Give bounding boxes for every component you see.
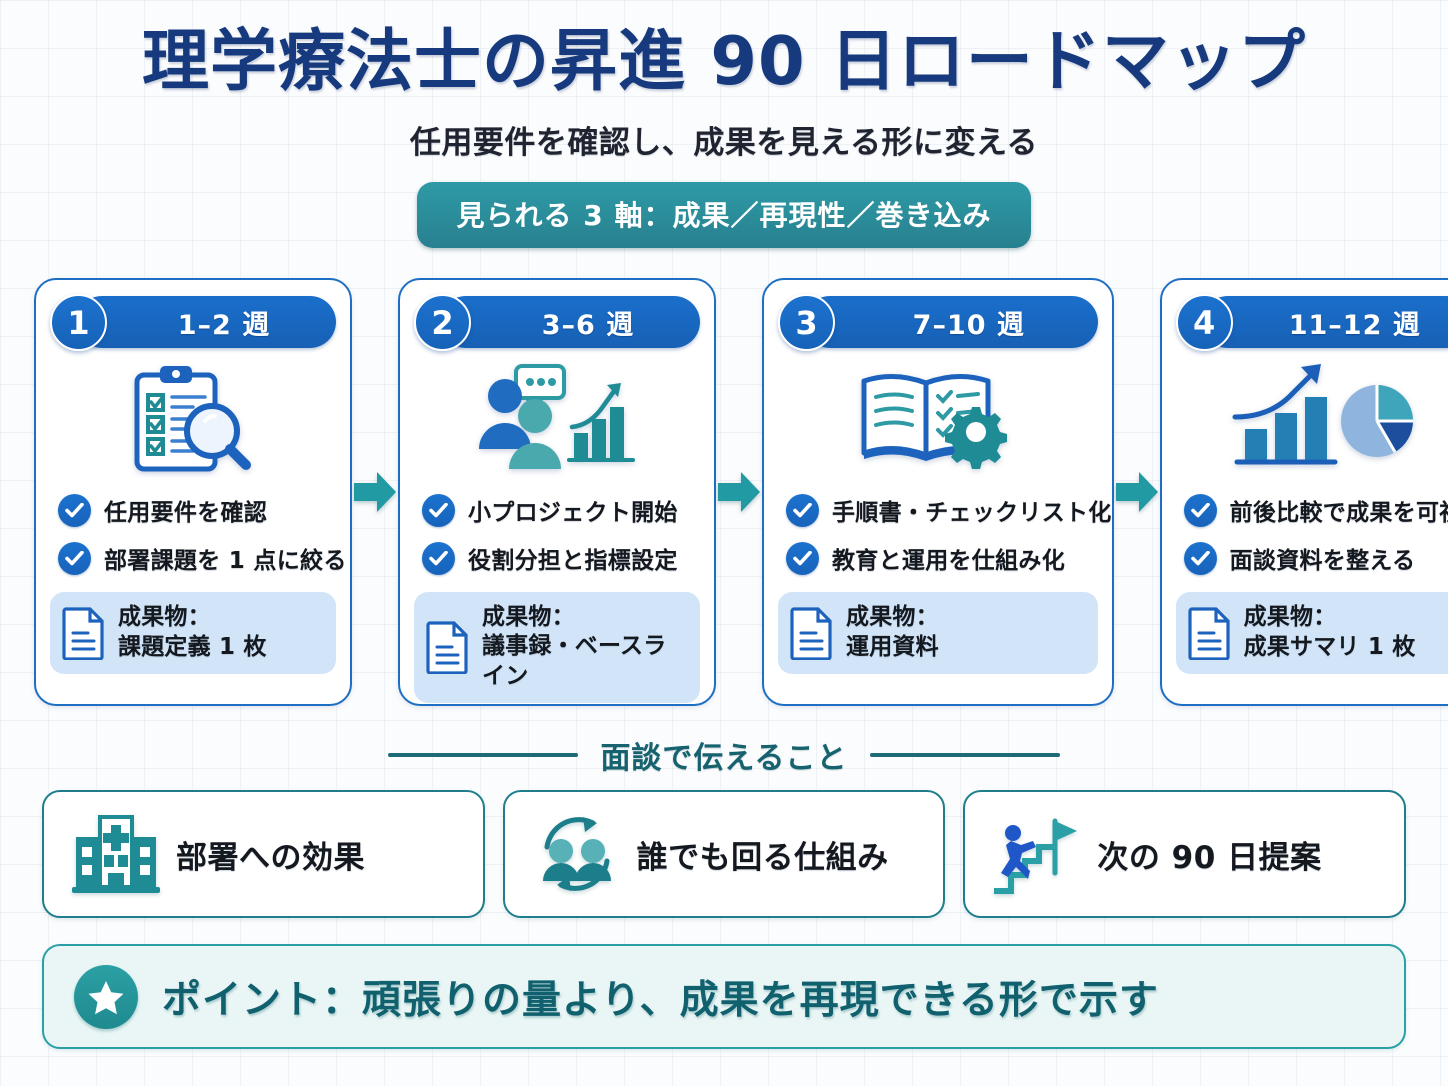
talking-point-card-1[interactable]: 部署への効果 [42, 790, 485, 918]
deliverable-value: 課題定義 1 枚 [118, 633, 267, 660]
stage-number-badge-3: 3 [778, 294, 835, 351]
stage-connector-arrow-3 [1114, 278, 1160, 706]
talking-point-row: 部署への効果 誰でも回る仕組み [42, 790, 1407, 918]
divider-rule-right [869, 753, 1060, 757]
stage-period-pill-2: 3–6 週 [440, 296, 700, 348]
stage-bullets-2: 小プロジェクト開始 役割分担と指標設定 [422, 486, 714, 582]
clipboard-search-icon [36, 356, 350, 482]
stage-header-2: 3–6 週 2 [414, 294, 700, 351]
stage-deliverable-2: 成果物： 議事録・ベースライン [414, 592, 700, 704]
check-icon [1183, 541, 1217, 575]
deliverable-label: 成果物： [1243, 604, 1337, 631]
talking-point-label-2: 誰でも回る仕組み [636, 839, 889, 876]
stage-deliverable-text-4: 成果物： 成果サマリ 1 枚 [1244, 603, 1416, 662]
stage-bullet-label: 役割分担と指標設定 [468, 548, 678, 574]
stage-bullet-1-2: 部署課題を 1 点に絞る [58, 534, 350, 582]
stage-bullet-label: 部署課題を 1 点に絞る [104, 548, 347, 574]
stage-bullet-1-1: 任用要件を確認 [58, 486, 350, 534]
talking-point-card-3[interactable]: 次の 90 日提案 [963, 790, 1407, 918]
stage-bullets-1: 任用要件を確認 部署課題を 1 点に絞る [58, 486, 350, 582]
stage-bullet-3-2: 教育と運用を仕組み化 [786, 534, 1112, 582]
stage-bullet-label: 任用要件を確認 [104, 500, 268, 526]
stage-number-badge-4: 4 [1175, 294, 1233, 351]
check-icon [786, 493, 819, 527]
check-icon [422, 493, 455, 527]
document-icon [1188, 606, 1230, 660]
stage-period-pill-3: 7–10 週 [804, 296, 1098, 348]
stage-bullet-4-2: 面談資料を整える [1183, 534, 1448, 582]
stage-bullets-3: 手順書・チェックリスト化 教育と運用を仕組み化 [786, 486, 1112, 582]
stage-deliverable-text-3: 成果物： 運用資料 [846, 603, 939, 662]
stage-deliverable-1: 成果物： 課題定義 1 枚 [50, 592, 336, 674]
deliverable-label: 成果物： [118, 604, 211, 631]
stage-bullet-label: 面談資料を整える [1229, 548, 1416, 574]
stage-card-1[interactable]: 1–2 週 1 [34, 278, 352, 706]
hospital-icon [72, 815, 160, 893]
stage-bullet-2-1: 小プロジェクト開始 [422, 486, 714, 534]
talking-point-label-3: 次の 90 日提案 [1097, 839, 1322, 876]
check-icon [786, 541, 819, 575]
check-icon [58, 541, 91, 575]
stage-connector-arrow-1 [352, 278, 398, 706]
stage-period-label-2: 3–6 週 [541, 309, 635, 341]
stage-period-label-1: 1–2 週 [177, 309, 271, 341]
stage-card-row: 1–2 週 1 [34, 278, 1448, 706]
deliverable-value: 議事録・ベースライン [482, 633, 667, 689]
stage-header-1: 1–2 週 1 [50, 294, 336, 351]
check-icon [1183, 493, 1217, 527]
page-subtitle: 任用要件を確認し、成果を見える形に変える [409, 125, 1039, 161]
talking-point-card-2[interactable]: 誰でも回る仕組み [502, 790, 946, 918]
stage-deliverable-text-1: 成果物： 課題定義 1 枚 [118, 603, 267, 662]
badge-row: 見られる 3 軸：成果／再現性／巻き込み [0, 182, 1448, 248]
section-title: 面談で伝えること [600, 741, 848, 776]
stage-number-badge-1: 1 [50, 294, 107, 351]
stage-deliverable-4: 成果物： 成果サマリ 1 枚 [1175, 592, 1448, 674]
stage-deliverable-3: 成果物： 運用資料 [778, 592, 1098, 674]
team-chart-icon [400, 356, 714, 482]
deliverable-label: 成果物： [846, 604, 939, 631]
stage-bullet-4-1: 前後比較で成果を可視化 [1183, 486, 1448, 534]
check-icon [58, 493, 91, 527]
section-divider: 面談で伝えること [0, 733, 1448, 777]
stage-bullet-label: 小プロジェクト開始 [468, 500, 678, 526]
stage-period-pill-4: 11–12 週 [1201, 296, 1448, 348]
stage-bullet-3-1: 手順書・チェックリスト化 [786, 486, 1112, 534]
point-banner: ポイント：頑張りの量より、成果を再現できる形で示す [42, 944, 1406, 1049]
check-icon [422, 541, 455, 575]
stairs-flag-runner-icon [994, 818, 1078, 894]
stage-bullet-label: 前後比較で成果を可視化 [1229, 500, 1448, 526]
divider-rule-left [388, 753, 579, 757]
stage-card-2[interactable]: 3–6 週 2 [398, 278, 716, 706]
stage-bullet-label: 教育と運用を仕組み化 [832, 548, 1065, 574]
page-title: 理学療法士の昇進 90 日ロードマップ [142, 22, 1306, 100]
stage-period-pill-1: 1–2 週 [76, 296, 336, 348]
stage-card-3[interactable]: 7–10 週 3 [762, 278, 1114, 706]
chart-pie-growth-icon [1162, 356, 1448, 482]
book-gear-icon [764, 356, 1112, 482]
document-icon [62, 606, 104, 660]
three-axis-badge: 見られる 3 軸：成果／再現性／巻き込み [416, 182, 1032, 248]
deliverable-label: 成果物： [482, 604, 575, 630]
stage-bullets-4: 前後比較で成果を可視化 面談資料を整える [1183, 486, 1448, 582]
stage-period-label-3: 7–10 週 [912, 309, 1025, 341]
stage-number-badge-2: 2 [414, 294, 471, 351]
document-icon [426, 621, 468, 675]
star-icon [74, 964, 138, 1029]
deliverable-value: 成果サマリ 1 枚 [1243, 633, 1416, 660]
talking-point-label-1: 部署への効果 [176, 839, 365, 876]
people-cycle-icon [542, 817, 611, 891]
deliverable-value: 運用資料 [846, 633, 939, 660]
stage-header-4: 11–12 週 4 [1175, 294, 1448, 351]
point-banner-text: ポイント：頑張りの量より、成果を再現できる形で示す [162, 977, 1159, 1023]
stage-card-4[interactable]: 11–12 週 4 [1159, 278, 1448, 706]
stage-header-3: 7–10 週 3 [778, 294, 1098, 351]
stage-bullet-label: 手順書・チェックリスト化 [832, 500, 1112, 526]
stage-connector-arrow-2 [716, 278, 762, 706]
document-icon [790, 606, 832, 660]
stage-bullet-2-2: 役割分担と指標設定 [422, 534, 714, 582]
stage-deliverable-text-2: 成果物： 議事録・ベースライン [482, 603, 688, 691]
stage-period-label-4: 11–12 週 [1288, 309, 1421, 341]
